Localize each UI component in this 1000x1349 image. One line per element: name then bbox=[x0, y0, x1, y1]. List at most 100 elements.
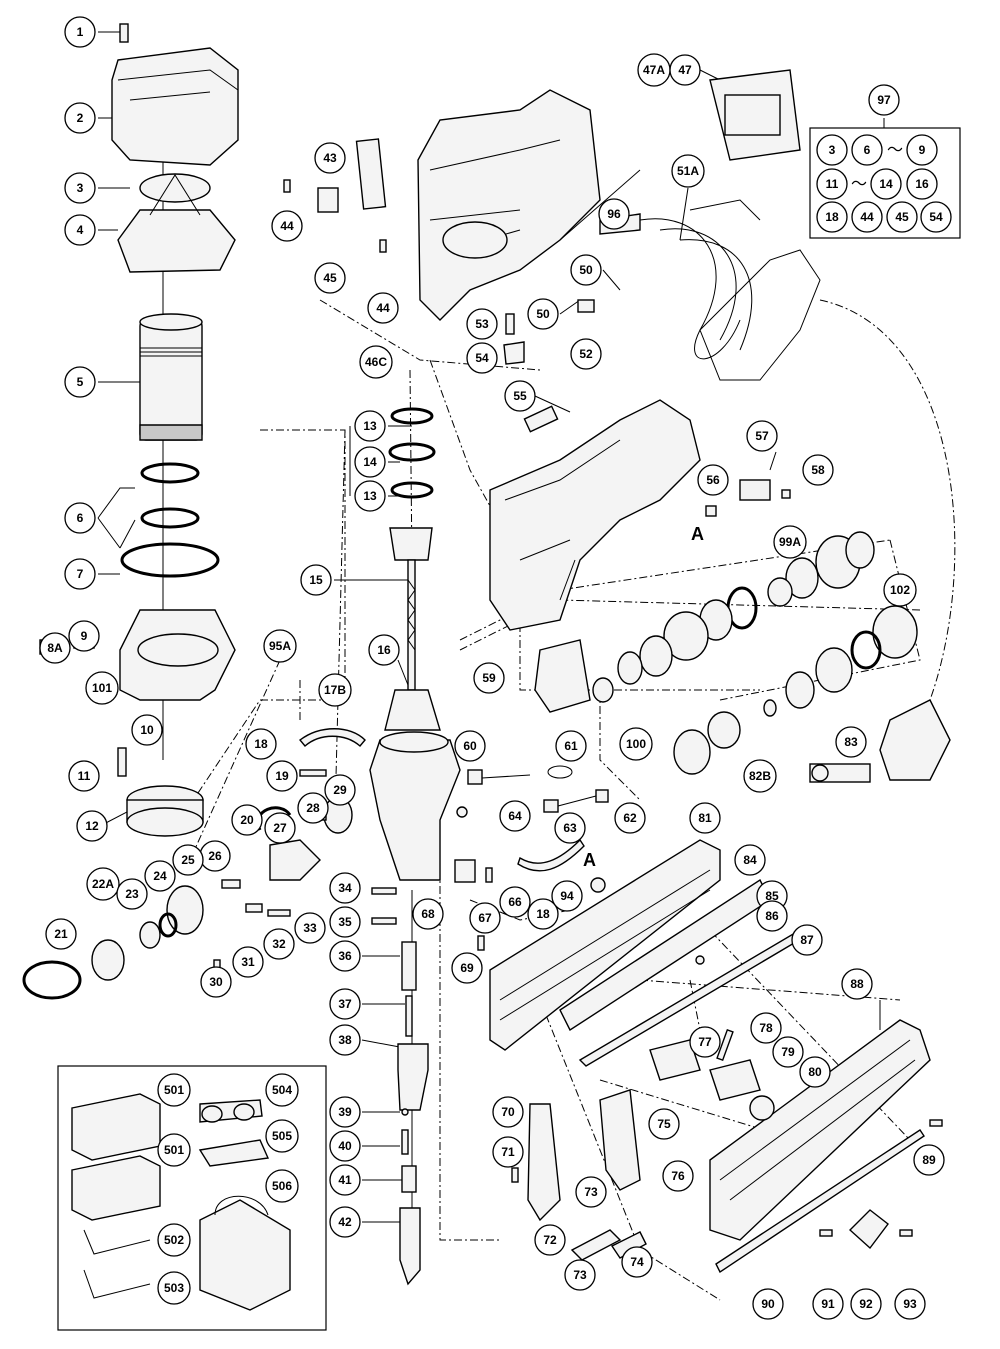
callout-c23: 23 bbox=[116, 878, 148, 910]
callout-number: 89 bbox=[922, 1153, 936, 1167]
callout-c51a: 51A bbox=[671, 154, 705, 188]
callout-c18b: 18 bbox=[527, 898, 559, 930]
callout-number: 26 bbox=[208, 849, 222, 863]
callout-circle bbox=[329, 1130, 361, 1162]
callout-circle bbox=[85, 671, 119, 705]
callout-c79: 79 bbox=[772, 1036, 804, 1068]
callout-circle bbox=[598, 198, 630, 230]
callout-number: 32 bbox=[272, 937, 286, 951]
main-housing bbox=[283, 69, 801, 365]
callout-number: 58 bbox=[811, 463, 825, 477]
callout-number: 84 bbox=[743, 853, 757, 867]
callout-c96: 96 bbox=[598, 198, 630, 230]
callout-circle bbox=[466, 342, 498, 374]
callout-circle bbox=[157, 1073, 191, 1107]
callout-circle bbox=[359, 345, 393, 379]
callout-circle bbox=[64, 366, 96, 398]
callout-c28: 28 bbox=[297, 792, 329, 824]
callout-number: 86 bbox=[765, 909, 779, 923]
callout-c43: 43 bbox=[314, 142, 346, 174]
callout-number: 503 bbox=[164, 1281, 184, 1295]
callout-circle bbox=[816, 134, 848, 166]
callout-circle bbox=[527, 898, 559, 930]
callout-number: 60 bbox=[463, 739, 477, 753]
callout-circle bbox=[671, 154, 705, 188]
callout-circle bbox=[799, 1056, 831, 1088]
callout-circle bbox=[39, 632, 71, 664]
callout-c82b: 82B bbox=[743, 759, 777, 793]
callout-circle bbox=[324, 774, 356, 806]
callout-number: 44 bbox=[280, 219, 294, 233]
callout-c6: 6 bbox=[64, 502, 96, 534]
callout-circle bbox=[157, 1223, 191, 1257]
callout-circle bbox=[773, 525, 807, 559]
callout-c55: 55 bbox=[504, 380, 536, 412]
callout-number: 44 bbox=[376, 301, 390, 315]
callout-circle bbox=[473, 662, 505, 694]
callout-circle bbox=[492, 1136, 524, 1168]
callout-c99a: 99A bbox=[773, 525, 807, 559]
callout-circle bbox=[232, 946, 264, 978]
callout-circle bbox=[835, 726, 867, 758]
callout-circle bbox=[314, 142, 346, 174]
callout-number: 3 bbox=[77, 181, 84, 195]
callout-circle bbox=[131, 714, 163, 746]
callout-circle bbox=[263, 629, 297, 663]
callout-number: 18 bbox=[825, 210, 839, 224]
callout-circle bbox=[750, 1012, 782, 1044]
callout-number: 77 bbox=[698, 1035, 712, 1049]
callout-number: 43 bbox=[323, 151, 337, 165]
callout-number: 25 bbox=[181, 853, 195, 867]
callout-circle bbox=[266, 760, 298, 792]
callout-number: 13 bbox=[363, 489, 377, 503]
callout-c71: 71 bbox=[492, 1136, 524, 1168]
magazine-assembly bbox=[489, 839, 943, 1274]
callout-circle bbox=[570, 338, 602, 370]
callout-number: 18 bbox=[254, 737, 268, 751]
callout-number: 17B bbox=[324, 683, 346, 697]
callout-number: 20 bbox=[240, 813, 254, 827]
callout-circle bbox=[354, 446, 386, 478]
callout-number: 71 bbox=[501, 1145, 515, 1159]
callout-circle bbox=[318, 673, 352, 707]
callout-c13a: 13 bbox=[354, 410, 386, 442]
callout-circle bbox=[451, 952, 483, 984]
callout-circle bbox=[499, 886, 531, 918]
pusher-assembly bbox=[511, 1028, 775, 1261]
callout-c41: 41 bbox=[329, 1164, 361, 1196]
kit-callout-k11: 11 bbox=[816, 168, 848, 200]
callout-circle bbox=[263, 928, 295, 960]
callout-number: 504 bbox=[272, 1083, 292, 1097]
callout-number: 61 bbox=[564, 739, 578, 753]
callout-c60: 60 bbox=[454, 730, 486, 762]
callout-c75: 75 bbox=[648, 1108, 680, 1140]
kit-callout-k45: 45 bbox=[886, 201, 918, 233]
callout-circle bbox=[883, 573, 917, 607]
callout-circle bbox=[329, 940, 361, 972]
callout-c15: 15 bbox=[300, 564, 332, 596]
callout-circle bbox=[466, 308, 498, 340]
callout-number: 79 bbox=[781, 1045, 795, 1059]
callout-number: 50 bbox=[536, 307, 550, 321]
callout-number: 67 bbox=[478, 911, 492, 925]
callout-c4: 4 bbox=[64, 214, 96, 246]
callout-number: 5 bbox=[77, 375, 84, 389]
callout-c506: 506 bbox=[265, 1169, 299, 1203]
callout-circle bbox=[64, 16, 96, 48]
callout-circle bbox=[157, 1133, 191, 1167]
callout-circle bbox=[551, 880, 583, 912]
callout-circle bbox=[200, 966, 232, 998]
callout-c21: 21 bbox=[45, 918, 77, 950]
callout-number: 56 bbox=[706, 473, 720, 487]
callout-number: 12 bbox=[85, 819, 99, 833]
callout-circle bbox=[329, 1024, 361, 1056]
callout-circle bbox=[812, 1288, 844, 1320]
callout-number: 4 bbox=[77, 223, 84, 237]
callout-c44b: 44 bbox=[367, 292, 399, 324]
callout-c52: 52 bbox=[570, 338, 602, 370]
callout-circle bbox=[64, 502, 96, 534]
kit-callout-k44: 44 bbox=[851, 201, 883, 233]
callout-circle bbox=[868, 84, 900, 116]
callout-circle bbox=[570, 254, 602, 286]
